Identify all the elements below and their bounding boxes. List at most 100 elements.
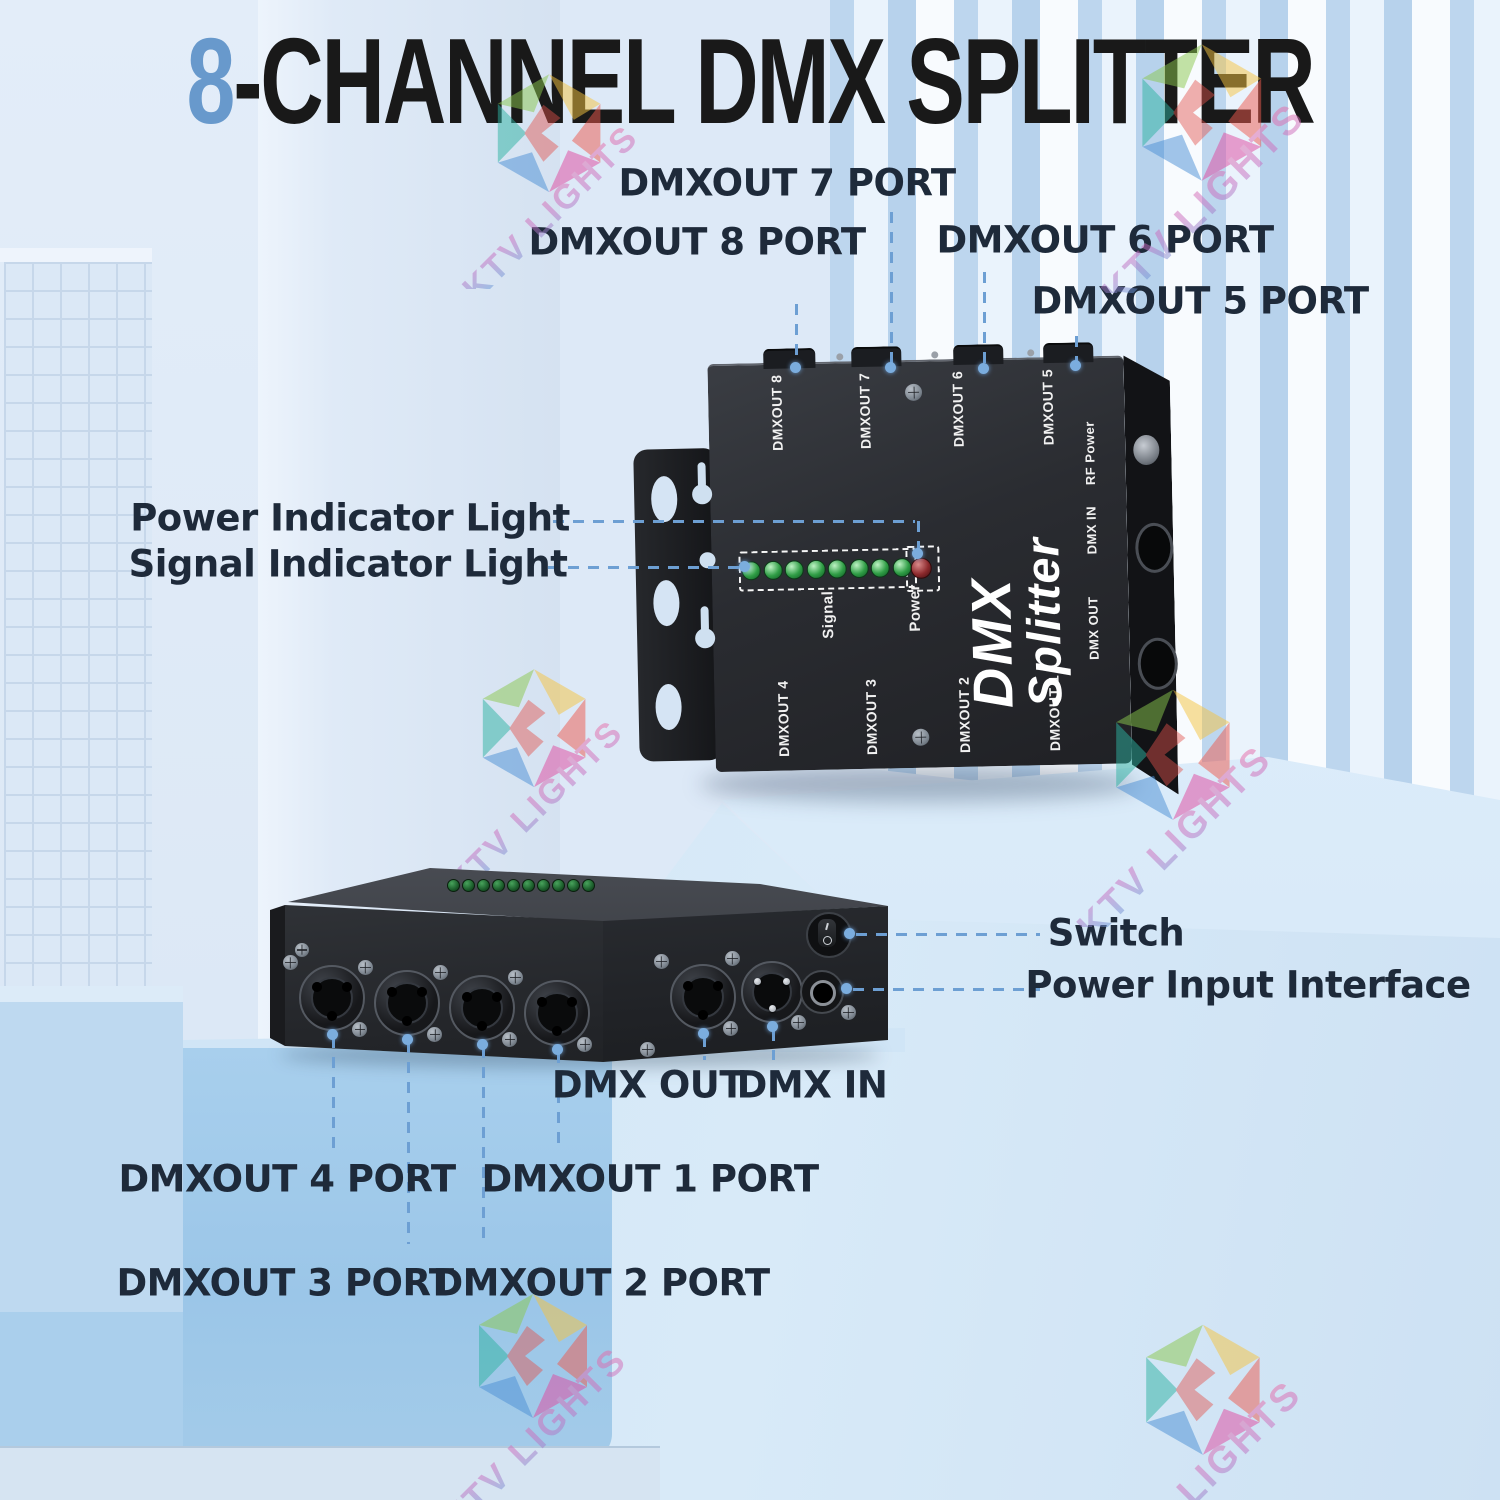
- leader-dot: [327, 1029, 338, 1040]
- bracket-hole: [652, 579, 680, 627]
- top-screw-dot: [836, 353, 844, 361]
- leader-line: [482, 1047, 485, 1244]
- xlr-pin-hole: [402, 1015, 412, 1026]
- callout-dmxout6-port: DMXOUT 6 PORT: [936, 218, 1274, 262]
- callout-power-input: Power Input Interface: [1025, 963, 1471, 1007]
- edge-led: [507, 879, 520, 892]
- screw: [502, 1032, 518, 1048]
- port-label-top: DMXOUT 5: [1038, 368, 1057, 446]
- edge-led: [477, 879, 490, 892]
- leader-dot: [885, 362, 896, 373]
- power-label: Power: [906, 583, 925, 632]
- jack-ring: [810, 980, 836, 1006]
- signal-led: [806, 559, 826, 580]
- screw: [295, 943, 309, 957]
- callout-dmx-in: DMX IN: [736, 1063, 888, 1107]
- xlr-pin-hole: [417, 987, 428, 998]
- screw: [640, 1042, 655, 1057]
- leader-line: [703, 1036, 706, 1060]
- port-label-bottom: DMXOUT 3: [862, 678, 880, 756]
- xlr-pin-hole: [477, 1020, 487, 1031]
- device-shadow-top: [700, 766, 1140, 802]
- screw: [358, 960, 373, 975]
- edge-led: [537, 879, 550, 892]
- xlr-female-connector: [524, 980, 590, 1046]
- screw: [433, 965, 448, 980]
- xlr-pin-hole: [552, 1025, 562, 1036]
- xlr-pin: [768, 1005, 776, 1013]
- xlr-pin-hole: [311, 982, 322, 993]
- leader-dot: [1070, 360, 1081, 371]
- signal-label: Signal: [819, 590, 838, 639]
- leader-line: [407, 1042, 410, 1244]
- leader-dot: [402, 1034, 413, 1045]
- xlr-pin-hole: [327, 1010, 337, 1021]
- bracket-hole: [655, 683, 683, 731]
- callout-dmxout4-port: DMXOUT 4 PORT: [118, 1157, 456, 1201]
- port-label-bottom: DMXOUT 4: [774, 680, 792, 757]
- xlr-female-connector: [374, 970, 440, 1036]
- callout-switch: Switch: [1047, 911, 1185, 955]
- callout-dmxout1-port: DMXOUT 1 PORT: [481, 1157, 819, 1201]
- dmx-splitter-front-view: [265, 850, 905, 1080]
- keyhole-slot-stem: [700, 606, 710, 633]
- edge-led: [567, 879, 580, 892]
- title-number: 8: [186, 13, 235, 149]
- xlr-pin-hole: [461, 992, 472, 1003]
- screw: [427, 1027, 443, 1043]
- edge-led: [522, 879, 535, 892]
- leader-line: [795, 304, 798, 364]
- leader-line: [332, 1037, 335, 1150]
- power-input-jack: [800, 970, 844, 1014]
- leader-dot: [841, 983, 852, 994]
- screw: [841, 1005, 856, 1020]
- xlr-female-connector: [299, 965, 365, 1031]
- leader-dot: [978, 363, 989, 374]
- device-left-cap: [270, 905, 285, 1046]
- side-label-rf-power: RF Power: [1081, 421, 1099, 486]
- leader-line: [1075, 336, 1078, 362]
- port-label-top: DMXOUT 8: [767, 374, 786, 452]
- leader-dot: [477, 1039, 488, 1050]
- callout-dmxout2-port: DMXOUT 2 PORT: [432, 1261, 770, 1305]
- xlr-female-connector: [670, 964, 736, 1030]
- mid-block-front: [183, 1048, 612, 1460]
- signal-led: [849, 558, 869, 579]
- xlr-pin-hole: [698, 1009, 708, 1020]
- callout-dmxout7-port: DMXOUT 7 PORT: [618, 161, 956, 205]
- xlr-pin: [754, 978, 762, 986]
- callout-dmx-out: DMX OUT: [551, 1063, 745, 1107]
- xlr-pin-hole: [682, 981, 693, 992]
- side-label-dmx-out: DMX OUT: [1085, 596, 1102, 661]
- edge-led: [582, 879, 595, 892]
- acoustic-tile-panel: [4, 262, 152, 988]
- leader-dot: [790, 362, 801, 373]
- screw: [283, 955, 298, 970]
- callout-dmxout3-port: DMXOUT 3 PORT: [116, 1261, 454, 1305]
- title-text: -CHANNEL DMX SPLITTER: [233, 13, 1315, 149]
- xlr-pin: [782, 978, 790, 986]
- device-side-face: [1123, 354, 1178, 795]
- port-label-top: DMXOUT 7: [855, 372, 874, 450]
- edge-led: [552, 879, 565, 892]
- dmx-splitter-top-view: DMXOUT 8 DMXOUT 7 DMXOUT 6 DMXOUT 5 DMXOUT 4…: [631, 340, 1186, 821]
- xlr-pin-hole: [386, 987, 397, 998]
- device-logo-line2: Splitter: [1015, 536, 1072, 708]
- edge-led: [492, 879, 505, 892]
- leader-dot: [739, 561, 750, 572]
- leader-line: [557, 1052, 560, 1150]
- screw: [791, 1014, 807, 1030]
- floor: [0, 1446, 660, 1500]
- leader-dot: [552, 1044, 563, 1055]
- screw: [508, 970, 523, 985]
- leader-line: [917, 521, 920, 550]
- port-label-top: DMXOUT 6: [948, 370, 967, 448]
- leader-line: [890, 212, 893, 364]
- screw: [577, 1037, 593, 1053]
- callout-power-indicator: Power Indicator Light: [130, 496, 570, 540]
- leader-line: [548, 566, 741, 569]
- screw: [723, 1021, 739, 1037]
- edge-led: [447, 879, 460, 892]
